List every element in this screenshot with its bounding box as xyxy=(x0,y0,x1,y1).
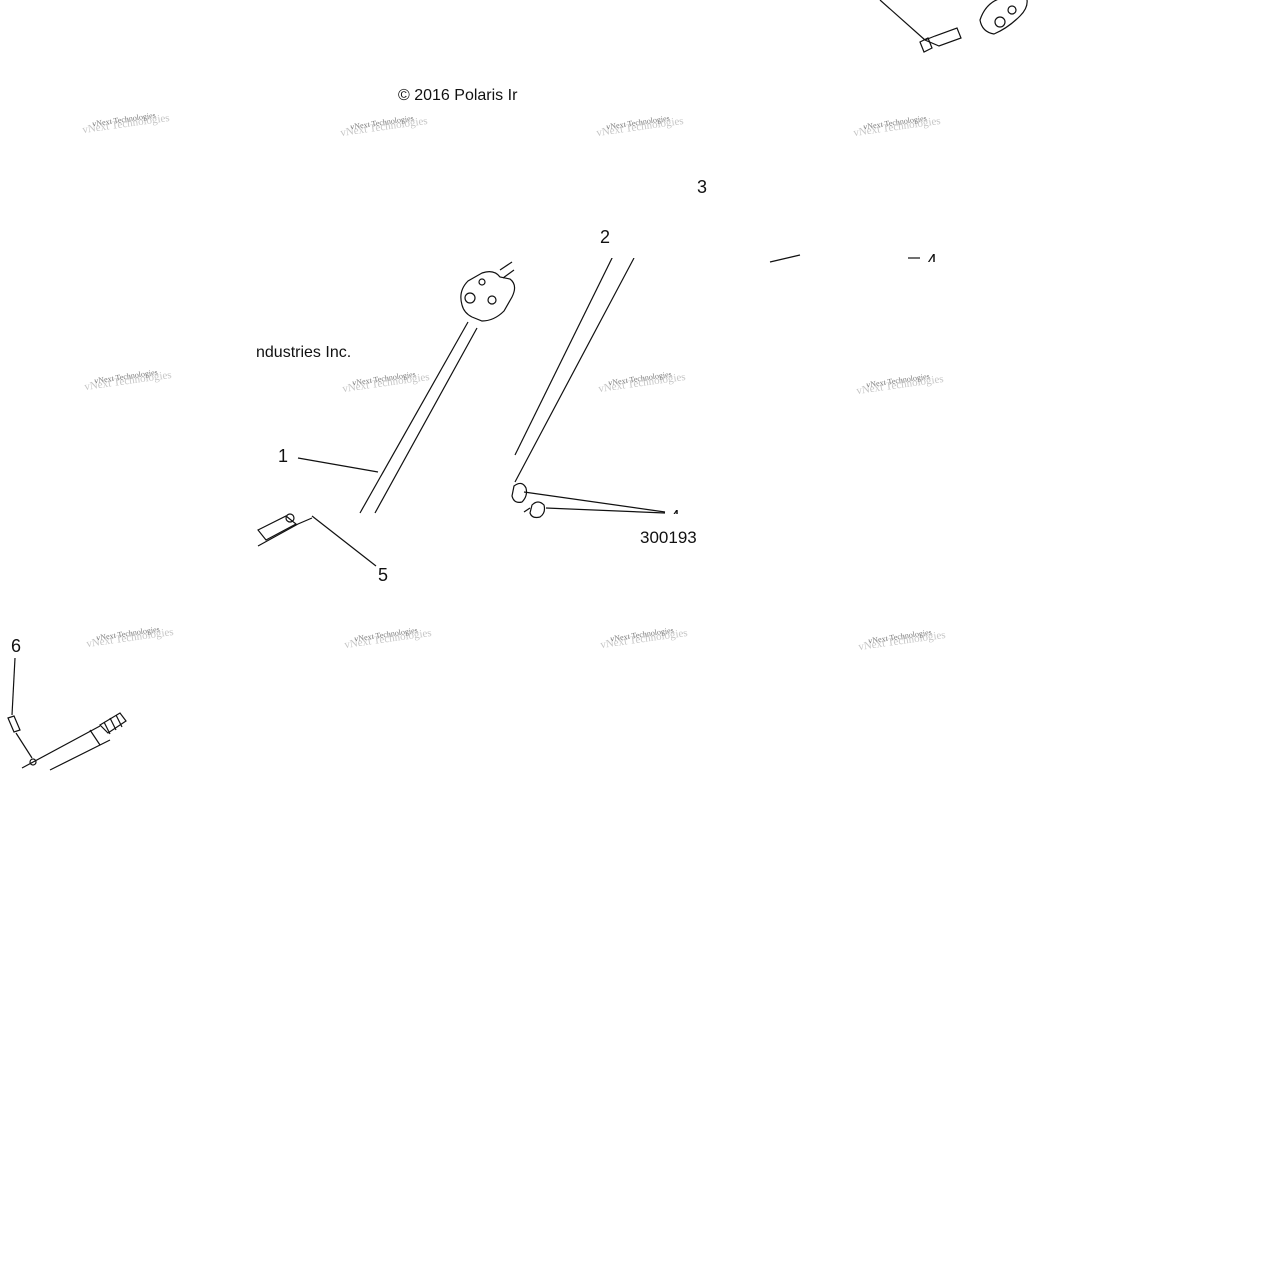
callout-3: 3 xyxy=(697,177,708,197)
part-6-shaft xyxy=(7,657,127,771)
figure-number: 300193 xyxy=(640,528,697,547)
callout-1: 1 xyxy=(278,446,289,466)
mask-top-mid xyxy=(515,0,775,258)
callout-4-bottom: 4 xyxy=(670,508,680,514)
callout-6: 6 xyxy=(11,636,22,656)
callout-4-top: 4 xyxy=(927,252,938,262)
copyright-line-1: © 2016 Polaris Ir xyxy=(398,87,518,104)
part-5-fragment xyxy=(257,513,377,567)
shaft-1 xyxy=(297,261,516,514)
shaft-2 xyxy=(511,246,666,519)
top-bolt-joint xyxy=(879,0,1028,53)
copyright-line-2: ndustries Inc. xyxy=(256,344,352,361)
mask-top-left xyxy=(0,0,258,258)
callout-2: 2 xyxy=(600,227,611,247)
callout-5: 5 xyxy=(378,565,389,585)
